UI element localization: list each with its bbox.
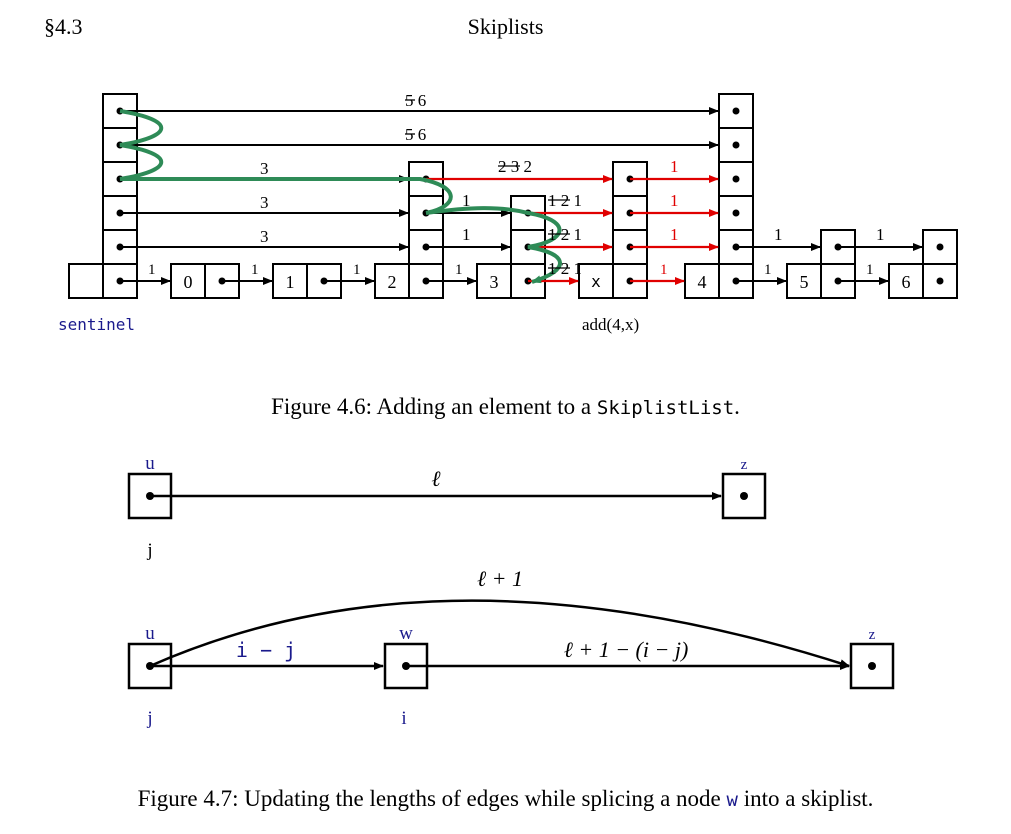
edge-label-n5-n6-0: 1: [866, 262, 874, 278]
node-value-2: 2: [388, 272, 397, 292]
edge-label-s-n2-2: 3: [260, 193, 269, 212]
label-i: i: [401, 708, 406, 729]
edge-label-n1-n2: 1: [353, 262, 361, 278]
node-value-4: 4: [698, 272, 707, 292]
edge-labels: 5 6 5 6 3 3 3 2 3 2 1 1 2 1 1 1 2 1 1 2 …: [148, 91, 885, 278]
red-label-x-4-0: 1: [660, 262, 668, 278]
figure-4-7-caption: Figure 4.7: Updating the lengths of edge…: [0, 786, 1011, 812]
node-value-x: x: [591, 272, 601, 291]
section-number: §4.3: [44, 14, 83, 39]
label-u-top: u: [145, 453, 155, 474]
node-value-5: 5: [800, 272, 809, 292]
node-value-6: 6: [902, 272, 911, 292]
edge-label-top: 5 6: [405, 91, 426, 110]
caption-4-7-code: w: [726, 789, 738, 811]
caption-4-6-code: SkiplistList: [596, 397, 735, 419]
operation-label: add(4,x): [582, 315, 639, 334]
strikethroughs: [405, 99, 570, 269]
caption-4-7-suffix: into a skiplist.: [737, 786, 874, 811]
edge-label-n4-n5-0: 1: [764, 262, 772, 278]
node-values: 0 1 2 3 x 4 5 6: [184, 272, 911, 292]
page-title: Skiplists: [467, 14, 544, 39]
node-z-top: [721, 472, 767, 520]
label-j-top: j: [146, 540, 152, 561]
edge-label-s-n2-1: 3: [260, 227, 269, 246]
node-value-1: 1: [286, 272, 295, 292]
edge-u-z-arc: [149, 599, 850, 668]
edge-label-s-n2-3: 3: [260, 159, 269, 178]
red-label-x-4-3: 1: [670, 157, 679, 176]
node-6: [888, 229, 958, 299]
label-ell: ℓ: [431, 466, 441, 491]
sentinel-label: sentinel: [58, 315, 135, 334]
red-edge-labels: 1 1 1 1: [660, 157, 679, 278]
label-i-minus-j: i − j: [236, 638, 296, 662]
figure-4-6: [68, 93, 958, 299]
edge-label-n2-n3-2: 1: [462, 191, 471, 210]
caption-4-6-prefix: Figure 4.6: Adding an element to a: [271, 394, 597, 419]
node-x: [578, 161, 648, 299]
node-4: [684, 93, 754, 299]
red-label-x-4-2: 1: [670, 191, 679, 210]
edge-label-n0-n1: 1: [251, 262, 259, 278]
label-z-bottom: z: [869, 627, 876, 643]
label-w: w: [399, 623, 413, 644]
red-label-x-4-1: 1: [670, 225, 679, 244]
node-5: [786, 229, 856, 299]
node-value-0: 0: [184, 272, 193, 292]
node-z-bottom: [849, 642, 895, 690]
label-z-top: z: [741, 457, 748, 473]
node-value-3: 3: [490, 272, 499, 292]
search-path: [119, 109, 562, 284]
sentinel-tower: [68, 93, 138, 299]
red-edges: [426, 175, 719, 285]
caption-4-6-suffix: .: [734, 394, 740, 419]
edge-label-n2-n3-1: 1: [462, 225, 471, 244]
caption-4-7-prefix: Figure 4.7: Updating the lengths of edge…: [137, 786, 727, 811]
label-j-bottom: j: [146, 708, 152, 729]
edge-label-n2-n3-0: 1: [455, 262, 463, 278]
label-u-bottom: u: [145, 623, 155, 644]
node-2: [374, 161, 444, 299]
edge-label-n4-n5-1: 1: [774, 225, 783, 244]
edge-label-second: 5 6: [405, 125, 426, 144]
figure-4-7: u z u w z j j i ℓ ℓ + 1 i − j ℓ + 1 − (i…: [127, 453, 895, 729]
edge-label-s-n0: 1: [148, 262, 156, 278]
label-rest: ℓ + 1 − (i − j): [564, 637, 689, 662]
figure-4-6-caption: Figure 4.6: Adding an element to a Skipl…: [0, 394, 1011, 420]
edge-label-n5-n6-1: 1: [876, 225, 885, 244]
label-ell-plus-1: ℓ + 1: [477, 566, 523, 591]
